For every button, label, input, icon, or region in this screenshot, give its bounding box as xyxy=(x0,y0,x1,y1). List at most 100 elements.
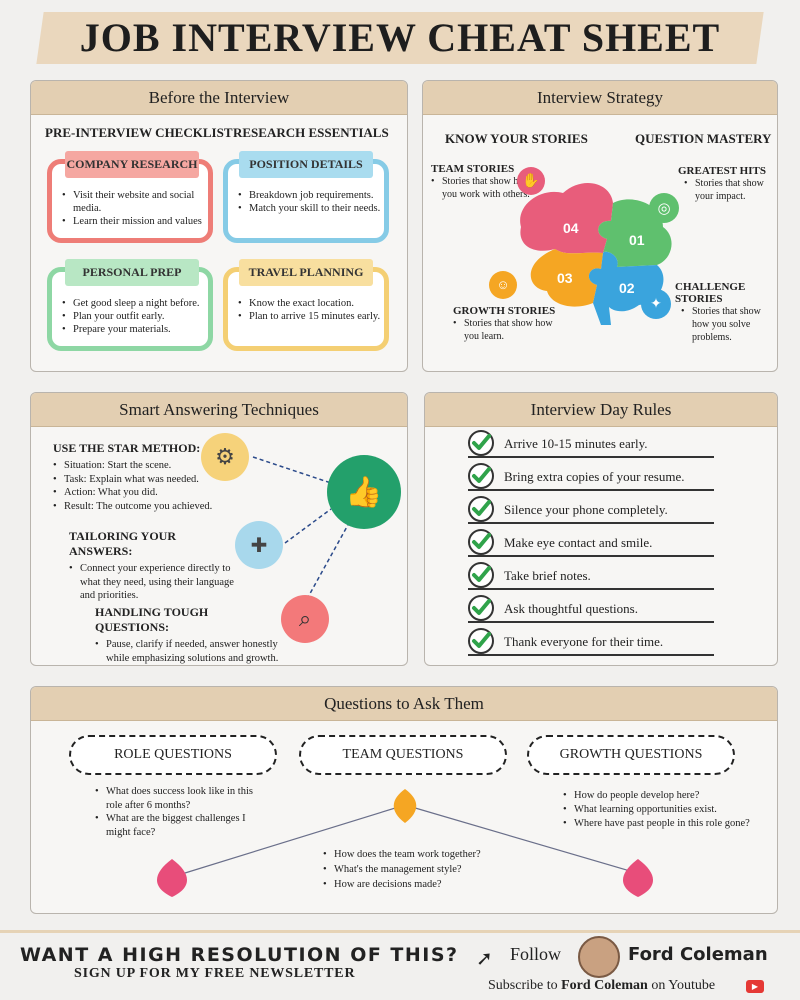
list-item: Plan to arrive 15 minutes early. xyxy=(238,310,384,323)
list-item: Visit their website and social media. xyxy=(62,189,208,215)
growth-questions-pill: GROWTH QUESTIONS xyxy=(527,735,735,775)
avatar xyxy=(578,936,620,978)
magnifier-icon: ⌕ xyxy=(281,595,329,643)
role-questions-pill: ROLE QUESTIONS xyxy=(69,735,277,775)
rule-item: Take brief notes. xyxy=(468,562,714,590)
tough-questions: HANDLING TOUGH QUESTIONS: Pause, clarify… xyxy=(95,605,285,665)
challenge-stories-title: CHALLENGE STORIES xyxy=(675,281,746,305)
star-method: USE THE STAR METHOD: Situation: Start th… xyxy=(53,441,233,514)
rule-item: Make eye contact and smile. xyxy=(468,529,714,557)
list-item: Breakdown job requirements. xyxy=(238,189,384,202)
rule-item: Arrive 10-15 minutes early. xyxy=(468,430,714,458)
connector-lines xyxy=(252,456,350,600)
puzzle-icon: ✚ xyxy=(235,521,283,569)
rule-text: Silence your phone completely. xyxy=(504,502,668,517)
list-item: Get good sleep a night before. xyxy=(62,297,208,310)
team-stories: TEAM STORIES Stories that show how you w… xyxy=(431,163,531,201)
research-title: RESEARCH ESSENTIALS xyxy=(233,125,389,140)
list-item: Know the exact location. xyxy=(238,297,384,310)
page-title: JOB INTERVIEW CHEAT SHEET xyxy=(79,15,721,60)
check-icon xyxy=(468,595,494,621)
list-item: How do people develop here? xyxy=(563,789,773,803)
star-method-title: USE THE STAR METHOD: xyxy=(53,441,201,455)
company-research-list: Visit their website and social media. Le… xyxy=(62,189,208,229)
team-questions-pill: TEAM QUESTIONS xyxy=(299,735,507,775)
target-icon: ◎ xyxy=(649,193,679,223)
list-item: Situation: Start the scene. xyxy=(53,459,233,473)
checklist-title: PRE-INTERVIEW CHECKLIST xyxy=(45,125,233,140)
questions-connector xyxy=(156,789,654,897)
list-item: Task: Explain what was needed. xyxy=(53,473,233,487)
personal-prep-label: PERSONAL PREP xyxy=(65,259,199,286)
puzzle-piece-03 xyxy=(530,249,603,307)
rule-text: Bring extra copies of your resume. xyxy=(504,469,685,484)
follow-label: Follow xyxy=(510,944,562,964)
questions-card: Questions to Ask Them ROLE QUESTIONS TEA… xyxy=(30,686,778,914)
handshake-icon: ✋ xyxy=(517,167,545,195)
check-icon xyxy=(468,496,494,522)
rule-text: Ask thoughtful questions. xyxy=(504,601,638,616)
rule-item: Ask thoughtful questions. xyxy=(468,595,714,623)
interview-strategy-card: Interview Strategy KNOW YOUR STORIES QUE… xyxy=(422,80,778,372)
piece-label-02: 02 xyxy=(619,280,635,296)
tailoring-title: TAILORING YOUR ANSWERS: xyxy=(69,529,177,558)
footer-divider xyxy=(0,930,800,933)
answering-techniques-heading: Smart Answering Techniques xyxy=(31,393,407,427)
author-name[interactable]: Ford Coleman xyxy=(628,944,768,965)
question-mastery-title: QUESTION MASTERY xyxy=(635,131,772,146)
interview-strategy-heading: Interview Strategy xyxy=(423,81,777,115)
list-item: Result: The outcome you achieved. xyxy=(53,500,233,514)
subscribe-line[interactable]: Subscribe to Ford Coleman on Youtube xyxy=(488,978,715,994)
list-item: How does the team work together? xyxy=(323,847,523,862)
lightbulb-icon: ✦ xyxy=(641,289,671,319)
questions-heading: Questions to Ask Them xyxy=(31,687,777,721)
head-idea-icon: ☺ xyxy=(489,271,517,299)
footer-cta-line2[interactable]: SIGN UP FOR MY FREE NEWSLETTER xyxy=(74,966,356,981)
tough-questions-text: Pause, clarify if needed, answer honestl… xyxy=(95,638,285,665)
role-questions-list: What does success look like in this role… xyxy=(95,785,265,840)
before-interview-heading: Before the Interview xyxy=(31,81,407,115)
list-item: Action: What you did. xyxy=(53,486,233,500)
check-icon xyxy=(468,628,494,654)
rule-text: Make eye contact and smile. xyxy=(504,535,653,550)
rule-item: Bring extra copies of your resume. xyxy=(468,463,714,491)
rule-text: Take brief notes. xyxy=(504,568,591,583)
greatest-hits: GREATEST HITS Stories that show your imp… xyxy=(678,165,770,203)
list-item: Match your skill to their needs. xyxy=(238,202,384,215)
growth-questions-list: How do people develop here? What learnin… xyxy=(563,789,773,832)
answering-techniques-card: Smart Answering Techniques USE THE STAR … xyxy=(30,392,408,666)
rule-text: Arrive 10-15 minutes early. xyxy=(504,436,648,451)
check-icon xyxy=(468,529,494,555)
challenge-stories: CHALLENGE STORIES Stories that show how … xyxy=(675,281,771,344)
growth-stories-title: GROWTH STORIES xyxy=(453,305,556,317)
personal-prep-list: Get good sleep a night before. Plan your… xyxy=(62,297,208,337)
tailoring-text: Connect your experience directly to what… xyxy=(69,562,239,603)
position-details-list: Breakdown job requirements. Match your s… xyxy=(238,189,384,215)
subscribe-name: Ford Coleman xyxy=(561,978,648,993)
puzzle-piece-04 xyxy=(520,182,613,254)
strategy-icon: ⚙ xyxy=(201,433,249,481)
travel-planning-label: TRAVEL PLANNING xyxy=(239,259,373,286)
rule-text: Thank everyone for their time. xyxy=(504,634,664,649)
tailoring-answers: TAILORING YOUR ANSWERS: Connect your exp… xyxy=(69,529,239,603)
list-item: How are decisions made? xyxy=(323,877,523,892)
thumbs-up-rating-icon: 👍 xyxy=(327,455,401,529)
rule-item: Thank everyone for their time. xyxy=(468,628,714,656)
list-item: Plan your outfit early. xyxy=(62,310,208,323)
cursor-click-icon: ➚ xyxy=(476,948,493,970)
challenge-stories-text: Stories that show how you solve problems… xyxy=(681,305,771,344)
list-item: What are the biggest challenges I might … xyxy=(95,812,265,839)
growth-stories-text: Stories that show how you learn. xyxy=(453,317,563,343)
before-interview-card: Before the Interview PRE-INTERVIEW CHECK… xyxy=(30,80,408,372)
footer-cta-line1: WANT A HIGH RESOLUTION OF THIS? xyxy=(20,944,459,966)
check-icon xyxy=(468,562,494,588)
know-stories-title: KNOW YOUR STORIES xyxy=(445,131,588,146)
piece-label-04: 04 xyxy=(563,220,579,236)
list-item: What does success look like in this role… xyxy=(95,785,265,812)
company-research-label: COMPANY RESEARCH xyxy=(65,151,199,178)
team-stories-title: TEAM STORIES xyxy=(431,163,515,175)
list-item: Where have past people in this role gone… xyxy=(563,817,773,831)
youtube-icon[interactable]: ▶ xyxy=(746,980,764,993)
list-item: Learn their mission and values xyxy=(62,215,208,228)
puzzle-piece-02 xyxy=(588,251,664,325)
